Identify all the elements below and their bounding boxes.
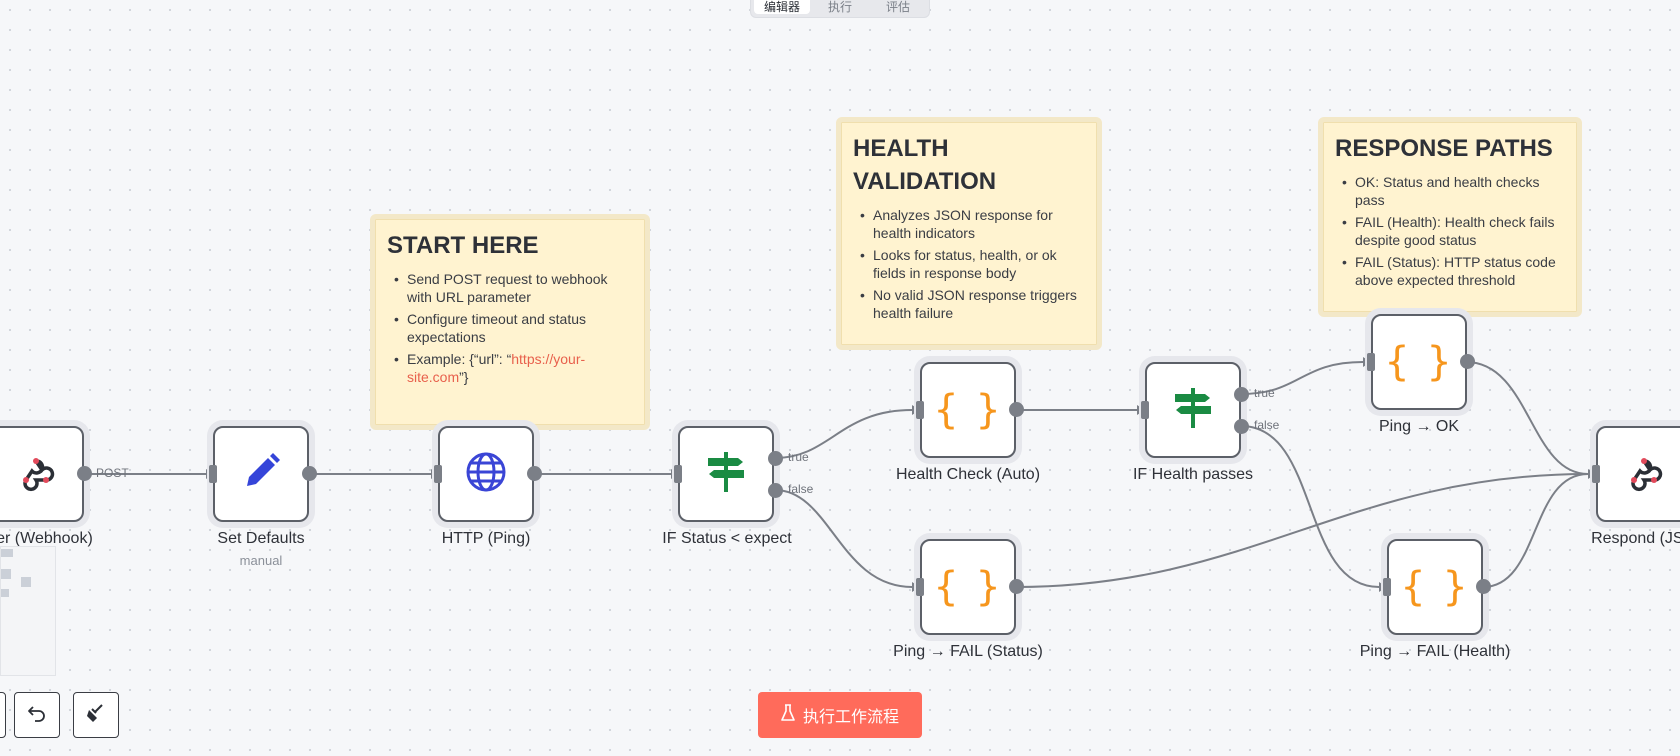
sticky-item: OK: Status and health checks pass bbox=[1335, 173, 1565, 209]
example-suffix: ”} bbox=[459, 369, 469, 385]
sticky-note-health-validation[interactable]: HEALTH VALIDATION Analyzes JSON response… bbox=[836, 117, 1102, 350]
signpost-icon bbox=[1171, 386, 1215, 435]
node-if-status[interactable] bbox=[678, 426, 774, 522]
example-link[interactable]: https://your-site.com bbox=[407, 351, 586, 385]
input-port[interactable] bbox=[434, 465, 442, 483]
node-respond-webhook[interactable] bbox=[1596, 426, 1680, 522]
node-label: HTTP (Ping) bbox=[441, 530, 531, 547]
node-ping-ok[interactable]: { } bbox=[1371, 314, 1467, 410]
sticky-item: FAIL (Status): HTTP status code above ex… bbox=[1335, 253, 1565, 289]
minimap-node bbox=[1, 549, 13, 557]
edge-fail-health-to-respond bbox=[1482, 473, 1589, 588]
sticky-item: Send POST request to webhook with URL pa… bbox=[387, 270, 633, 306]
sticky-item: Analyzes JSON response for health indica… bbox=[853, 206, 1085, 242]
tab-executions[interactable]: 执行 bbox=[827, 0, 852, 14]
view-tabs: 编辑器 执行 评估 bbox=[750, 0, 930, 18]
code-braces-icon: { } bbox=[933, 387, 1003, 433]
output-port[interactable] bbox=[1476, 579, 1491, 594]
webhook-icon bbox=[16, 452, 56, 497]
pencil-icon bbox=[239, 450, 283, 499]
minimap-node bbox=[1, 569, 11, 579]
output-port-false[interactable] bbox=[768, 483, 783, 498]
node-if-health[interactable] bbox=[1145, 362, 1241, 458]
minimap-node bbox=[1, 589, 9, 597]
node-health-check[interactable]: { } bbox=[920, 362, 1016, 458]
sticky-note-response-paths[interactable]: RESPONSE PATHS OK: Status and health che… bbox=[1318, 117, 1582, 317]
tab-editor[interactable]: 编辑器 bbox=[754, 0, 810, 14]
input-port[interactable] bbox=[674, 465, 682, 483]
tab-evaluations[interactable]: 评估 bbox=[885, 0, 910, 14]
globe-icon bbox=[464, 450, 508, 499]
edge-if-status-false-to-fail-status bbox=[774, 489, 913, 588]
output-port[interactable] bbox=[1009, 402, 1024, 417]
undo-icon bbox=[27, 703, 47, 728]
input-port[interactable] bbox=[1592, 465, 1600, 483]
node-label: IF Status < expect bbox=[662, 530, 792, 547]
sticky-item: No valid JSON response triggers health f… bbox=[853, 286, 1085, 322]
code-braces-icon: { } bbox=[1384, 339, 1454, 385]
output-port-true[interactable] bbox=[768, 451, 783, 466]
node-label: uer (Webhook) bbox=[0, 530, 93, 547]
output-port[interactable] bbox=[302, 466, 317, 481]
node-label: IF Health passes bbox=[1132, 466, 1254, 483]
webhook-icon bbox=[1624, 452, 1664, 497]
edge-label-post: POST bbox=[96, 466, 129, 480]
edge-label-health-false: false bbox=[1254, 418, 1280, 432]
node-http-ping[interactable] bbox=[438, 426, 534, 522]
output-port[interactable] bbox=[527, 466, 542, 481]
zoom-control-button[interactable] bbox=[0, 692, 6, 738]
node-sublabel: manual bbox=[239, 553, 283, 568]
code-braces-icon: { } bbox=[1400, 564, 1470, 610]
input-port[interactable] bbox=[1367, 353, 1375, 371]
sticky-note-start-here[interactable]: START HERE Send POST request to webhook … bbox=[370, 214, 650, 430]
flask-icon bbox=[781, 703, 795, 727]
edge-ping-ok-to-respond bbox=[1465, 361, 1589, 475]
node-label: Ping → OK bbox=[1378, 418, 1460, 435]
minimap[interactable] bbox=[0, 546, 56, 676]
execute-workflow-button[interactable]: 执行工作流程 bbox=[758, 692, 922, 738]
input-port[interactable] bbox=[1141, 401, 1149, 419]
node-label: Respond (JS( bbox=[1591, 530, 1680, 547]
signpost-icon bbox=[704, 450, 748, 499]
node-label: Ping → FAIL (Status) bbox=[893, 643, 1043, 660]
output-port[interactable] bbox=[77, 466, 92, 481]
node-ping-fail-health[interactable]: { } bbox=[1387, 539, 1483, 635]
example-prefix: Example: {“url”: “ bbox=[407, 351, 512, 367]
broom-icon bbox=[86, 703, 106, 728]
sticky-title: HEALTH VALIDATION bbox=[853, 135, 997, 195]
input-port[interactable] bbox=[916, 578, 924, 596]
node-set-defaults[interactable] bbox=[213, 426, 309, 522]
input-port[interactable] bbox=[1383, 578, 1391, 596]
node-label: Health Check (Auto) bbox=[895, 466, 1041, 483]
execute-workflow-label: 执行工作流程 bbox=[802, 709, 899, 726]
edge-fail-status-to-respond bbox=[1015, 473, 1589, 588]
node-label: Set Defaults bbox=[217, 530, 305, 547]
sticky-title: START HERE bbox=[387, 232, 539, 259]
sticky-item: Configure timeout and status expectation… bbox=[387, 310, 633, 346]
edge-if-health-false-to-fail-health bbox=[1240, 425, 1380, 588]
tidy-up-button[interactable] bbox=[73, 692, 119, 738]
node-webhook-trigger[interactable] bbox=[0, 426, 84, 522]
sticky-title: RESPONSE PATHS bbox=[1335, 135, 1553, 162]
input-port[interactable] bbox=[916, 401, 924, 419]
sticky-item: Looks for status, health, or ok fields i… bbox=[853, 246, 1085, 282]
output-port-false[interactable] bbox=[1234, 419, 1249, 434]
sticky-item: Example: {“url”: “https://your-site.com”… bbox=[387, 350, 633, 386]
sticky-item: FAIL (Health): Health check fails despit… bbox=[1335, 213, 1565, 249]
output-port[interactable] bbox=[1009, 579, 1024, 594]
node-ping-fail-status[interactable]: { } bbox=[920, 539, 1016, 635]
minimap-node bbox=[21, 577, 31, 587]
undo-button[interactable] bbox=[14, 692, 60, 738]
code-braces-icon: { } bbox=[933, 564, 1003, 610]
output-port-true[interactable] bbox=[1234, 387, 1249, 402]
output-port[interactable] bbox=[1460, 354, 1475, 369]
node-label: Ping → FAIL (Health) bbox=[1359, 643, 1511, 660]
input-port[interactable] bbox=[209, 465, 217, 483]
edge-label-status-true: true bbox=[788, 450, 809, 464]
edge-label-status-false: false bbox=[788, 482, 814, 496]
edge-label-health-true: true bbox=[1254, 386, 1275, 400]
